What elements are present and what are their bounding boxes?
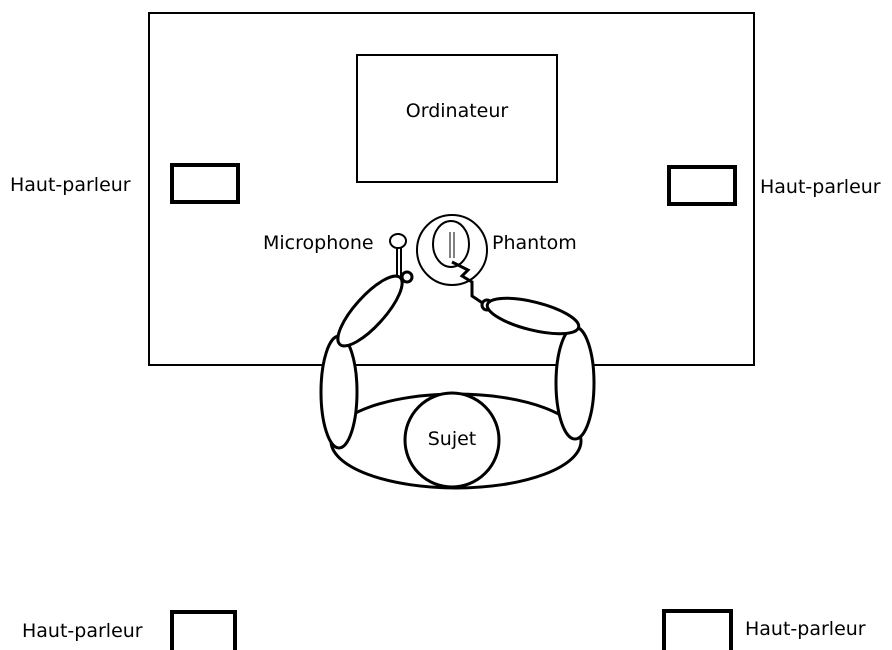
microphone-head: [389, 233, 407, 249]
speaker-bottom-right-label: Haut-parleur: [745, 618, 866, 640]
speaker-top-right: [667, 165, 737, 206]
frame-right-upright: [554, 325, 596, 441]
speaker-bottom-left-label: Haut-parleur: [22, 620, 143, 642]
computer-box: [356, 54, 558, 183]
phantom-sensor: [432, 220, 470, 268]
speaker-top-left: [170, 163, 240, 204]
frame-left-upright: [319, 334, 359, 450]
frame-left-arm: [336, 274, 404, 348]
phantom-label: Phantom: [492, 232, 577, 254]
mic-connector: [400, 270, 414, 284]
frame-right-arm: [485, 296, 581, 336]
speaker-top-left-label: Haut-parleur: [10, 174, 131, 196]
subject-head: [403, 391, 501, 489]
speaker-bottom-right: [662, 609, 733, 650]
speaker-bottom-left: [170, 610, 237, 650]
computer-label: Ordinateur: [405, 100, 509, 122]
speaker-top-right-label: Haut-parleur: [760, 176, 881, 198]
phantom-cable: [451, 260, 485, 306]
subject-label: Sujet: [427, 428, 477, 450]
microphone-label: Microphone: [263, 232, 374, 254]
